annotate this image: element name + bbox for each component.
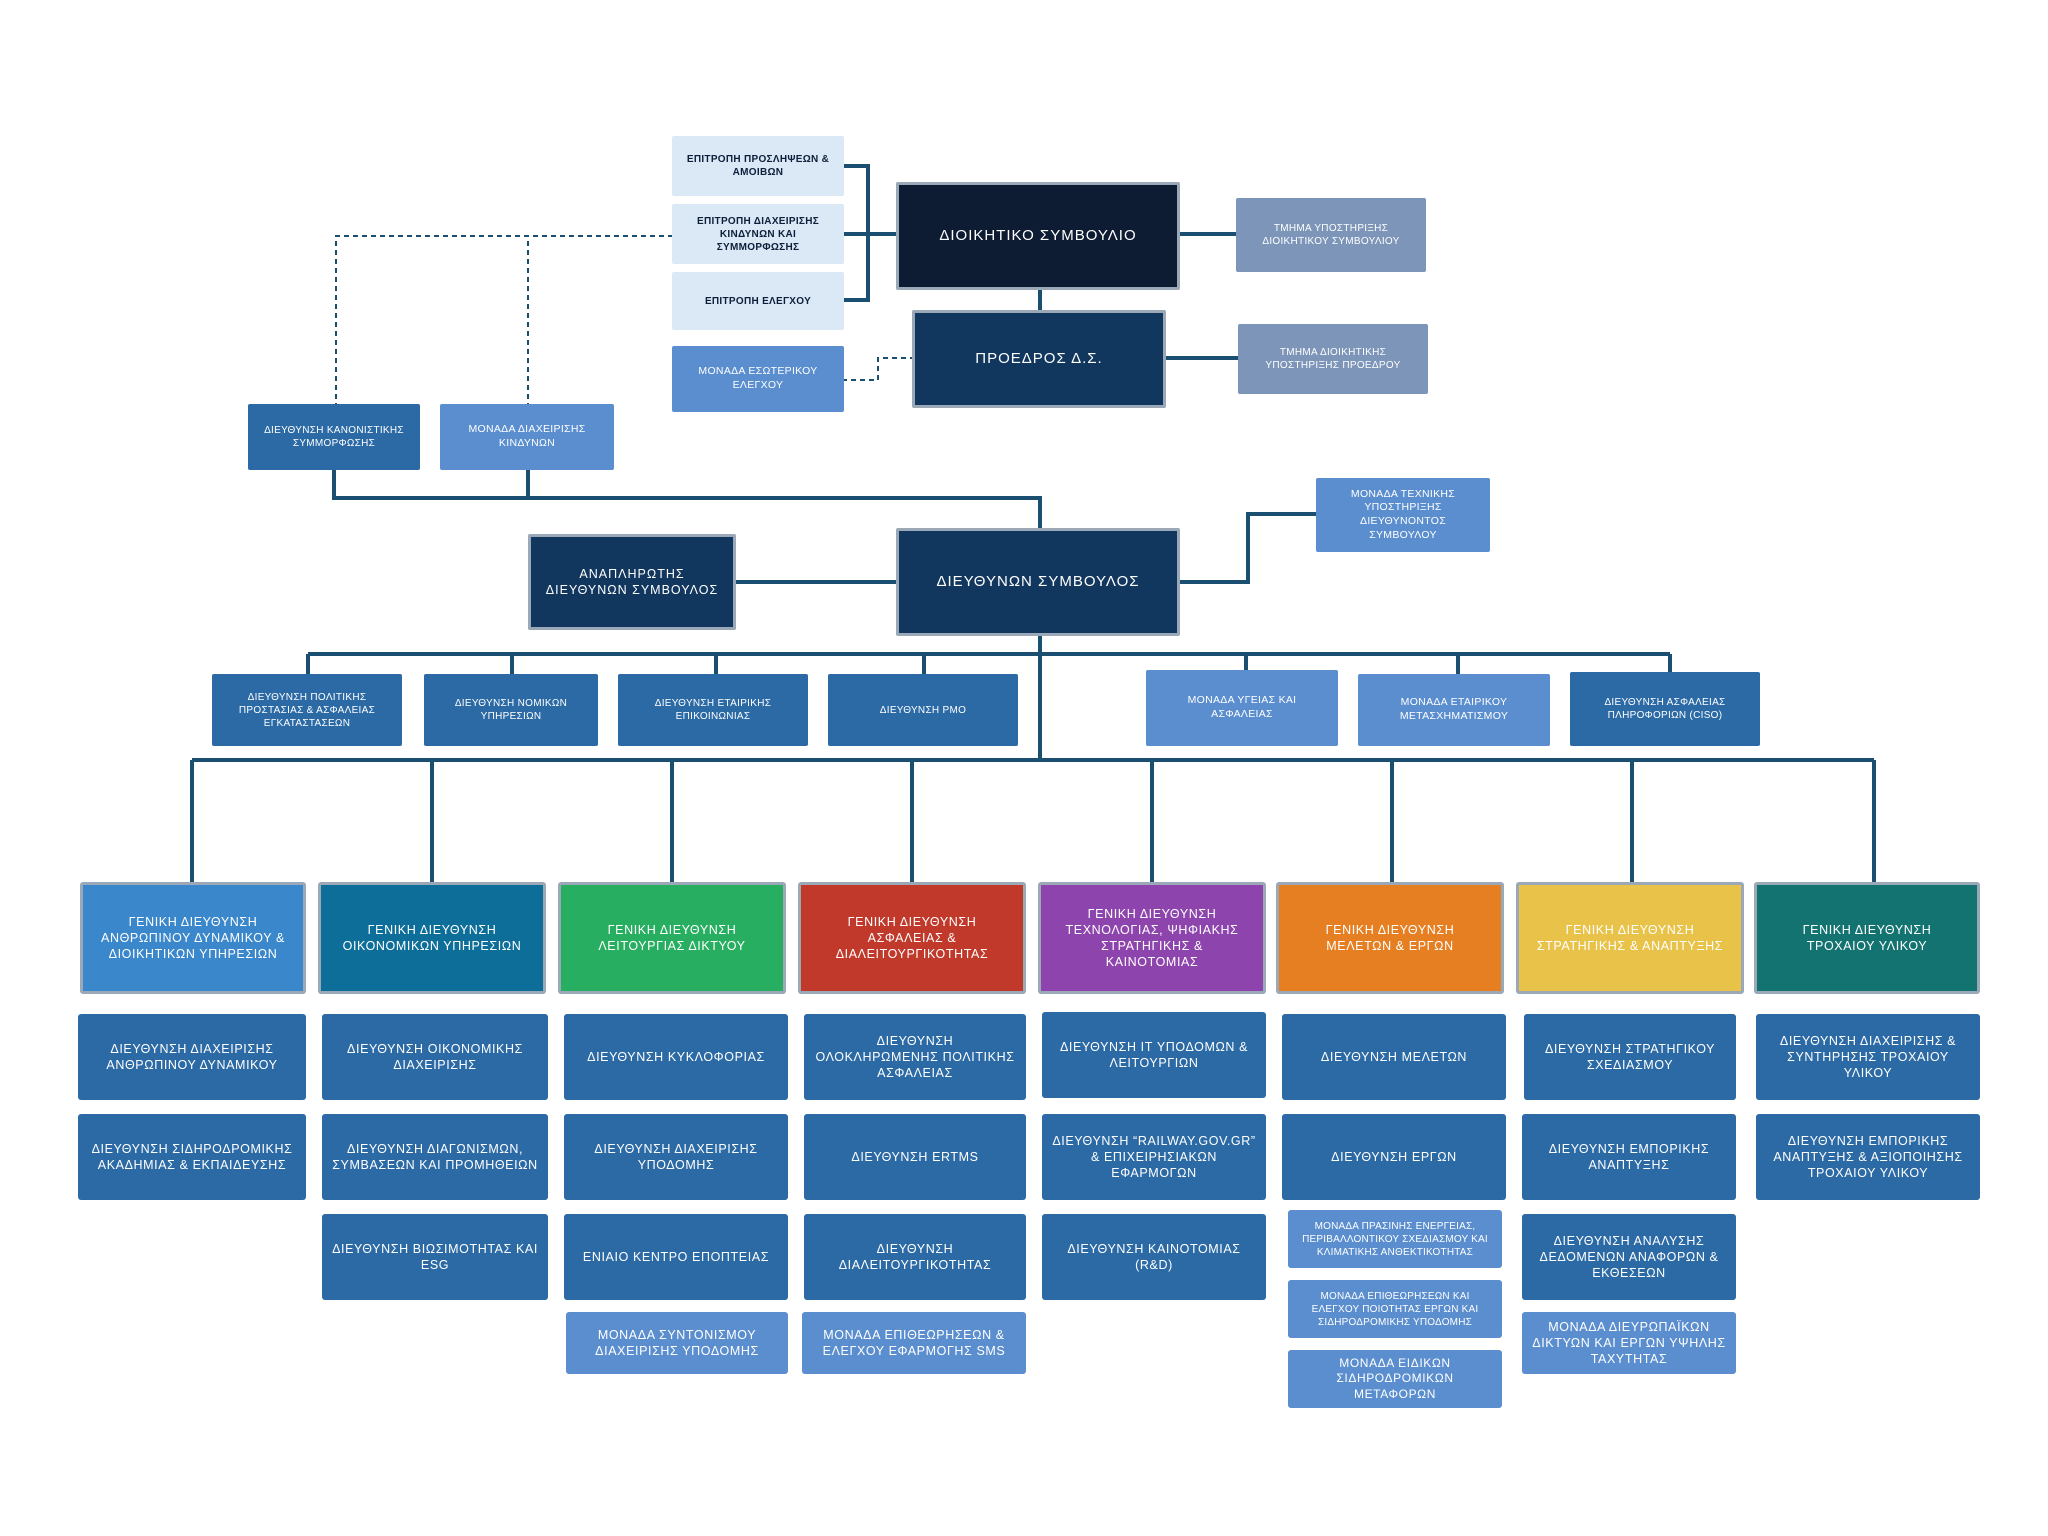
unit-sustainability-esg: ΔΙΕΥΘΥΝΣΗ ΒΙΩΣΙΜΟΤΗΤΑΣ ΚΑΙ ESG (322, 1214, 548, 1300)
unit-data-analysis: ΔΙΕΥΘΥΝΣΗ ΑΝΑΛΥΣΗΣ ΔΕΔΟΜΕΝΩΝ ΑΝΑΦΟΡΩΝ & … (1522, 1214, 1736, 1300)
board-support-dept: ΤΜΗΜΑ ΥΠΟΣΤΗΡΙΞΗΣ ΔΙΟΙΚΗΤΙΚΟΥ ΣΥΜΒΟΥΛΙΟΥ (1236, 198, 1426, 272)
risk-committee-dashed-link (335, 235, 672, 408)
unit-sms-inspections: ΜΟΝΑΔΑ ΕΠΙΘΕΩΡΗΣΕΩΝ & ΕΛΕΓΧΟΥ ΕΦΑΡΜΟΓΗΣ … (802, 1312, 1026, 1374)
ceo: ΔΙΕΥΘΥΝΩΝ ΣΥΜΒΟΥΛΟΣ (896, 528, 1180, 636)
unit-rolling-stock-commercial: ΔΙΕΥΘΥΝΣΗ ΕΜΠΟΡΙΚΗΣ ΑΝΑΠΤΥΞΗΣ & ΑΞΙΟΠΟΙΗ… (1756, 1114, 1980, 1200)
staff-pmo: ΔΙΕΥΘΥΝΣΗ PMO (828, 674, 1018, 746)
unit-railway-academy: ΔΙΕΥΘΥΝΣΗ ΣΙΔΗΡΟΔΡΟΜΙΚΗΣ ΑΚΑΔΗΜΙΑΣ & ΕΚΠ… (78, 1114, 306, 1200)
unit-innovation-rnd: ΔΙΕΥΘΥΝΣΗ ΚΑΙΝΟΤΟΜΙΑΣ (R&D) (1042, 1214, 1266, 1300)
unit-quality-inspections: ΜΟΝΑΔΑ ΕΠΙΘΕΩΡΗΣΕΩΝ ΚΑΙ ΕΛΕΓΧΟΥ ΠΟΙΟΤΗΤΑ… (1288, 1280, 1502, 1338)
unit-it-infrastructure: ΔΙΕΥΘΥΝΣΗ IT ΥΠΟΔΟΜΩΝ & ΛΕΙΤΟΥΡΓΙΩΝ (1042, 1012, 1266, 1098)
unit-railway-gov-gr: ΔΙΕΥΘΥΝΣΗ “RAILWAY.GOV.GR” & ΕΠΙΧΕΙΡΗΣΙΑ… (1042, 1114, 1266, 1200)
staff-communication: ΔΙΕΥΘΥΝΣΗ ΕΤΑΙΡΙΚΗΣ ΕΠΙΚΟΙΝΩΝΙΑΣ (618, 674, 808, 746)
unit-infrastructure-coordination: ΜΟΝΑΔΑ ΣΥΝΤΟΝΙΣΜΟΥ ΔΙΑΧΕΙΡΙΣΗΣ ΥΠΟΔΟΜΗΣ (566, 1312, 788, 1374)
staff-bus (306, 652, 1672, 676)
unit-infrastructure-management: ΔΙΕΥΘΥΝΣΗ ΔΙΑΧΕΙΡΙΣΗΣ ΥΠΟΔΟΜΗΣ (564, 1114, 788, 1200)
gm-bus (190, 758, 1876, 884)
unit-commercial-development: ΔΙΕΥΘΥΝΣΗ ΕΜΠΟΡΙΚΗΣ ΑΝΑΠΤΥΞΗΣ (1522, 1114, 1736, 1200)
gm-studies-projects: ΓΕΝΙΚΗ ΔΙΕΥΘΥΝΣΗ ΜΕΛΕΤΩΝ & ΕΡΓΩΝ (1276, 882, 1504, 994)
unit-ertms: ΔΙΕΥΘΥΝΣΗ ERTMS (804, 1114, 1026, 1200)
gm-hr: ΓΕΝΙΚΗ ΔΙΕΥΘΥΝΣΗ ΑΝΘΡΩΠΙΝΟΥ ΔΥΝΑΜΙΚΟΥ & … (80, 882, 306, 994)
unit-green-energy: ΜΟΝΑΔΑ ΠΡΑΣΙΝΗΣ ΕΝΕΡΓΕΙΑΣ, ΠΕΡΙΒΑΛΛΟΝΤΙΚ… (1288, 1210, 1502, 1268)
gm-strategy: ΓΕΝΙΚΗ ΔΙΕΥΘΥΝΣΗ ΣΤΡΑΤΗΓΙΚΗΣ & ΑΝΑΠΤΥΞΗΣ (1516, 882, 1744, 994)
unit-traffic: ΔΙΕΥΘΥΝΣΗ ΚΥΚΛΟΦΟΡΙΑΣ (564, 1014, 788, 1100)
unit-special-transport: ΜΟΝΑΔΑ ΕΙΔΙΚΩΝ ΣΙΔΗΡΟΔΡΟΜΙΚΩΝ ΜΕΤΑΦΟΡΩΝ (1288, 1350, 1502, 1408)
gm-technology: ΓΕΝΙΚΗ ΔΙΕΥΘΥΝΣΗ ΤΕΧΝΟΛΟΓΙΑΣ, ΨΗΦΙΑΚΗΣ Σ… (1038, 882, 1266, 994)
unit-projects: ΔΙΕΥΘΥΝΣΗ ΕΡΓΩΝ (1282, 1114, 1506, 1200)
committee-audit: ΕΠΙΤΡΟΠΗ ΕΛΕΓΧΟΥ (672, 272, 844, 330)
staff-health-safety: ΜΟΝΑΔΑ ΥΓΕΙΑΣ ΚΑΙ ΑΣΦΑΛΕΙΑΣ (1146, 670, 1338, 746)
chairman-support-dept: ΤΜΗΜΑ ΔΙΟΙΚΗΤΙΚΗΣ ΥΠΟΣΤΗΡΙΞΗΣ ΠΡΟΕΔΡΟΥ (1238, 324, 1428, 394)
unit-integrated-safety-policy: ΔΙΕΥΘΥΝΣΗ ΟΛΟΚΛΗΡΩΜΕΝΗΣ ΠΟΛΙΤΙΚΗΣ ΑΣΦΑΛΕ… (804, 1014, 1026, 1100)
internal-audit-dashed-link (842, 357, 912, 381)
gm-network: ΓΕΝΙΚΗ ΔΙΕΥΘΥΝΣΗ ΛΕΙΤΟΥΡΓΙΑΣ ΔΙΚΤΥΟΥ (558, 882, 786, 994)
internal-audit-unit: ΜΟΝΑΔΑ ΕΣΩΤΕΡΙΚΟΥ ΕΛΕΓΧΟΥ (672, 346, 844, 412)
ceo-tech-support-link (1178, 512, 1316, 584)
gm-safety: ΓΕΝΙΚΗ ΔΙΕΥΘΥΝΣΗ ΑΣΦΑΛΕΙΑΣ & ΔΙΑΛΕΙΤΟΥΡΓ… (798, 882, 1026, 994)
unit-interoperability: ΔΙΕΥΘΥΝΣΗ ΔΙΑΛΕΙΤΟΥΡΓΙΚΟΤΗΤΑΣ (804, 1214, 1026, 1300)
staff-transformation: ΜΟΝΑΔΑ ΕΤΑΙΡΙΚΟΥ ΜΕΤΑΣΧΗΜΑΤΙΣΜΟΥ (1358, 674, 1550, 746)
unit-studies: ΔΙΕΥΘΥΝΣΗ ΜΕΛΕΤΩΝ (1282, 1014, 1506, 1100)
committee-remuneration: ΕΠΙΤΡΟΠΗ ΠΡΟΣΛΗΨΕΩΝ & ΑΜΟΙΒΩΝ (672, 136, 844, 196)
ceo-tech-support-unit: ΜΟΝΑΔΑ ΤΕΧΝΙΚΗΣ ΥΠΟΣΤΗΡΙΞΗΣ ΔΙΕΥΘΥΝΟΝΤΟΣ… (1316, 478, 1490, 552)
unit-hr-management: ΔΙΕΥΘΥΝΣΗ ΔΙΑΧΕΙΡΙΣΗΣ ΑΝΘΡΩΠΙΝΟΥ ΔΥΝΑΜΙΚ… (78, 1014, 306, 1100)
staff-legal: ΔΙΕΥΘΥΝΣΗ ΝΟΜΙΚΩΝ ΥΠΗΡΕΣΙΩΝ (424, 674, 598, 746)
unit-supervision-center: ΕΝΙΑΙΟ ΚΕΝΤΡΟ ΕΠΟΠΤΕΙΑΣ (564, 1214, 788, 1300)
staff-civil-protection: ΔΙΕΥΘΥΝΣΗ ΠΟΛΙΤΙΚΗΣ ΠΡΟΣΤΑΣΙΑΣ & ΑΣΦΑΛΕΙ… (212, 674, 402, 746)
chairman: ΠΡΟΕΔΡΟΣ Δ.Σ. (912, 310, 1166, 408)
gm-finance: ΓΕΝΙΚΗ ΔΙΕΥΘΥΝΣΗ ΟΙΚΟΝΟΜΙΚΩΝ ΥΠΗΡΕΣΙΩΝ (318, 882, 546, 994)
unit-rolling-stock-maintenance: ΔΙΕΥΘΥΝΣΗ ΔΙΑΧΕΙΡΙΣΗΣ & ΣΥΝΤΗΡΗΣΗΣ ΤΡΟΧΑ… (1756, 1014, 1980, 1100)
unit-trans-european-networks: ΜΟΝΑΔΑ ΔΙΕΥΡΩΠΑΪΚΩΝ ΔΙΚΤΥΩΝ ΚΑΙ ΕΡΓΩΝ ΥΨ… (1522, 1312, 1736, 1374)
deputy-ceo: ΑΝΑΠΛΗΡΩΤΗΣ ΔΙΕΥΘΥΝΩΝ ΣΥΜΒΟΥΛΟΣ (528, 534, 736, 630)
unit-financial-management: ΔΙΕΥΘΥΝΣΗ ΟΙΚΟΝΟΜΙΚΗΣ ΔΙΑΧΕΙΡΙΣΗΣ (322, 1014, 548, 1100)
gm-rolling-stock: ΓΕΝΙΚΗ ΔΙΕΥΘΥΝΣΗ ΤΡΟΧΑΙΟΥ ΥΛΙΚΟΥ (1754, 882, 1980, 994)
risk-management-unit: ΜΟΝΑΔΑ ΔΙΑΧΕΙΡΙΣΗΣ ΚΙΝΔΥΝΩΝ (440, 404, 614, 470)
unit-strategic-planning: ΔΙΕΥΘΥΝΣΗ ΣΤΡΑΤΗΓΙΚΟΥ ΣΧΕΔΙΑΣΜΟΥ (1524, 1014, 1736, 1100)
committee-bracket (842, 164, 896, 302)
compliance-directorate: ΔΙΕΥΘΥΝΣΗ ΚΑΝΟΝΙΣΤΙΚΗΣ ΣΥΜΜΟΡΦΩΣΗΣ (248, 404, 420, 470)
staff-ciso: ΔΙΕΥΘΥΝΣΗ ΑΣΦΑΛΕΙΑΣ ΠΛΗΡΟΦΟΡΙΩΝ (CISO) (1570, 672, 1760, 746)
committee-risk: ΕΠΙΤΡΟΠΗ ΔΙΑΧΕΙΡΙΣΗΣ ΚΙΝΔΥΝΩΝ ΚΑΙ ΣΥΜΜΟΡ… (672, 204, 844, 264)
board-of-directors: ΔΙΟΙΚΗΤΙΚΟ ΣΥΜΒΟΥΛΙΟ (896, 182, 1180, 290)
unit-tenders-procurement: ΔΙΕΥΘΥΝΣΗ ΔΙΑΓΩΝΙΣΜΩΝ, ΣΥΜΒΑΣΕΩΝ ΚΑΙ ΠΡΟ… (322, 1114, 548, 1200)
